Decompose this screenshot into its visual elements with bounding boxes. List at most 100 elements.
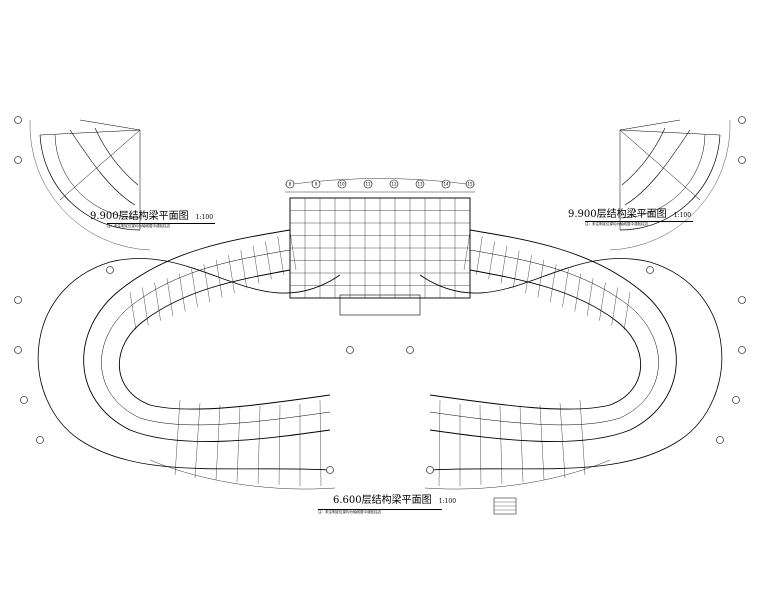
plan-scale-right-upper: 1:100 bbox=[673, 212, 692, 219]
axis-bubble bbox=[738, 346, 746, 354]
band-rib-right bbox=[500, 245, 508, 284]
grid-bubble-label: 14 bbox=[443, 182, 449, 187]
grid-bubble bbox=[415, 179, 425, 189]
plan-title-bottom: 6.600层结构梁平面图 1:100 bbox=[333, 490, 456, 506]
radial-grid-left bbox=[319, 399, 322, 487]
plan-title-bottom-text: 6.600层结构梁平面图 bbox=[333, 495, 432, 506]
plan-note-right-upper: 注：未注明定位梁均为轴线居中或贴柱边 bbox=[585, 221, 693, 227]
radial-grid-right bbox=[579, 399, 586, 476]
band-rib-left bbox=[289, 231, 297, 271]
band-rib-right bbox=[562, 268, 569, 307]
band-rib-right bbox=[623, 291, 631, 331]
plan-note-bottom: 注：未注明定位梁均为轴线居中或贴柱边 bbox=[318, 509, 442, 515]
axis-bubble bbox=[14, 296, 22, 304]
grid-bubble-label: 15 bbox=[467, 182, 473, 187]
grid-bubble bbox=[311, 179, 321, 189]
band-left-inner bbox=[118, 269, 331, 410]
radial-grid-right bbox=[559, 402, 566, 479]
band-rib-right bbox=[549, 264, 557, 303]
axis-bubble bbox=[716, 436, 724, 444]
axis-bubble bbox=[106, 266, 114, 274]
axis-bubble bbox=[732, 396, 740, 404]
axis-bubble bbox=[426, 466, 434, 474]
band-rib-left bbox=[191, 268, 198, 307]
band-rib-left bbox=[252, 245, 260, 284]
band-rib-left bbox=[129, 291, 137, 331]
fan-left-dim bbox=[29, 119, 151, 251]
band-rib-right bbox=[574, 273, 581, 312]
plan-title-right-upper-text: 9.900层结构梁平面图 bbox=[568, 209, 667, 220]
band-rib-left bbox=[154, 282, 161, 321]
axis-bubble bbox=[406, 346, 414, 354]
radial-grid-left bbox=[215, 404, 221, 481]
band-right-outer bbox=[429, 229, 677, 442]
grid-bubble-label: 10 bbox=[339, 182, 345, 187]
band-rib-left bbox=[277, 236, 284, 275]
band-rib-right bbox=[476, 236, 483, 275]
radial-grid-right bbox=[539, 404, 545, 481]
fan-right-outer bbox=[619, 134, 721, 231]
band-left-mid bbox=[101, 249, 331, 426]
axis-bubble bbox=[14, 116, 22, 124]
band-rib-right bbox=[586, 278, 594, 317]
grid-bubble bbox=[337, 179, 347, 189]
band-rib-right bbox=[513, 250, 520, 289]
plan-scale-left-upper: 1:100 bbox=[195, 214, 214, 221]
grid-bubble bbox=[465, 179, 475, 189]
fan-right-radii bbox=[619, 119, 721, 230]
band-rib-left bbox=[142, 287, 149, 326]
band-rib-right bbox=[537, 259, 545, 298]
dim-arc-bottom-left bbox=[149, 459, 336, 490]
grid-bubble-label: 8 bbox=[289, 182, 292, 187]
grid-bubble-label: 12 bbox=[391, 182, 397, 187]
band-rib-right bbox=[599, 282, 606, 321]
axis-bubble bbox=[20, 396, 28, 404]
axis-bubble bbox=[36, 436, 44, 444]
grid-bubble-label: 9 bbox=[315, 182, 318, 187]
axis-bubble bbox=[738, 296, 746, 304]
plan-scale-bottom: 1:100 bbox=[438, 498, 457, 505]
radial-grid-left bbox=[174, 399, 181, 476]
plan-title-right-upper: 9.900层结构梁平面图 1:100 bbox=[568, 204, 691, 220]
band-rib-right bbox=[463, 231, 471, 271]
band-left-outer bbox=[83, 229, 331, 442]
axis-bubble bbox=[646, 266, 654, 274]
radial-grid-right bbox=[438, 399, 441, 487]
radial-grid-left bbox=[236, 405, 241, 483]
band-rib-left bbox=[240, 250, 247, 289]
axis-bubble bbox=[326, 466, 334, 474]
band-rib-left bbox=[179, 273, 186, 312]
axis-bubble bbox=[14, 156, 22, 164]
radial-grid-left bbox=[257, 405, 261, 485]
grid-bubble bbox=[363, 179, 373, 189]
plan-note-left-upper: 注：未注明定位梁均为轴线居中或贴柱边 bbox=[107, 223, 215, 229]
plan-title-left-upper-text: 9.900层结构梁平面图 bbox=[90, 211, 189, 222]
fan-left-mid bbox=[54, 134, 141, 219]
band-right-inner bbox=[429, 269, 642, 410]
fan-left-beams bbox=[69, 127, 139, 206]
band-rib-left bbox=[203, 264, 211, 303]
grid-bubble bbox=[285, 179, 295, 189]
radial-grid-right bbox=[479, 404, 482, 486]
radial-grid-left bbox=[278, 404, 281, 486]
radial-grid-right bbox=[519, 405, 524, 483]
dim-arc-top bbox=[284, 178, 476, 186]
band-right-mid bbox=[429, 249, 659, 426]
axis-bubble bbox=[14, 346, 22, 354]
fan-left-outer bbox=[39, 134, 141, 231]
fan-right-mid bbox=[619, 134, 706, 219]
grid-bubble bbox=[389, 179, 399, 189]
fan-right-beams bbox=[621, 127, 691, 206]
radial-grid-left bbox=[194, 402, 201, 479]
grid-bubble-label: 11 bbox=[365, 182, 371, 187]
band-rib-right bbox=[611, 287, 618, 326]
band-rib-right bbox=[488, 241, 495, 280]
grid-bubble bbox=[441, 179, 451, 189]
plan-title-left-upper: 9.900层结构梁平面图 1:100 bbox=[90, 206, 213, 222]
band-rib-left bbox=[265, 241, 272, 280]
band-rib-right bbox=[525, 255, 532, 294]
axis-bubble bbox=[346, 346, 354, 354]
fan-right-dim bbox=[609, 119, 731, 251]
band-rib-left bbox=[166, 278, 174, 317]
